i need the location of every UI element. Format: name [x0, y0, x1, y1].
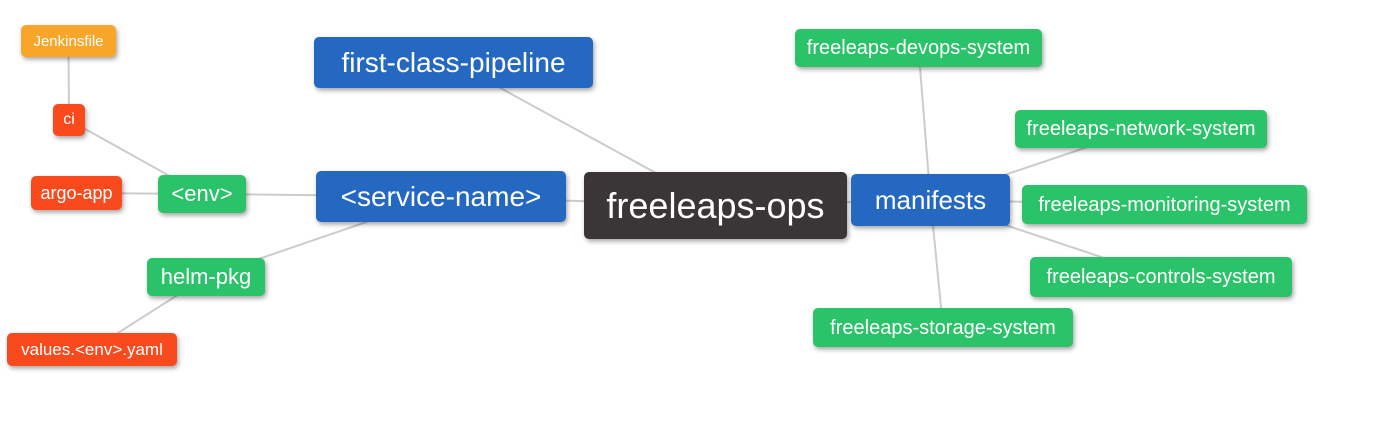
- node-argo-app[interactable]: argo-app: [31, 176, 122, 210]
- node-freeleaps-ops[interactable]: freeleaps-ops: [584, 172, 847, 239]
- node-env[interactable]: <env>: [158, 175, 246, 213]
- node-freeleaps-devops-system[interactable]: freeleaps-devops-system: [795, 29, 1042, 67]
- node-jenkinsfile[interactable]: Jenkinsfile: [21, 25, 116, 57]
- node-values-env-yaml[interactable]: values.<env>.yaml: [7, 333, 177, 366]
- node-freeleaps-controls-system[interactable]: freeleaps-controls-system: [1030, 257, 1292, 297]
- node-service-name[interactable]: <service-name>: [316, 171, 566, 222]
- node-freeleaps-monitoring-system[interactable]: freeleaps-monitoring-system: [1022, 185, 1307, 224]
- node-freeleaps-storage-system[interactable]: freeleaps-storage-system: [813, 308, 1073, 347]
- node-first-class-pipeline[interactable]: first-class-pipeline: [314, 37, 593, 88]
- node-freeleaps-network-system[interactable]: freeleaps-network-system: [1015, 110, 1267, 148]
- node-manifests[interactable]: manifests: [851, 174, 1010, 226]
- node-ci[interactable]: ci: [53, 104, 85, 136]
- node-helm-pkg[interactable]: helm-pkg: [147, 258, 265, 296]
